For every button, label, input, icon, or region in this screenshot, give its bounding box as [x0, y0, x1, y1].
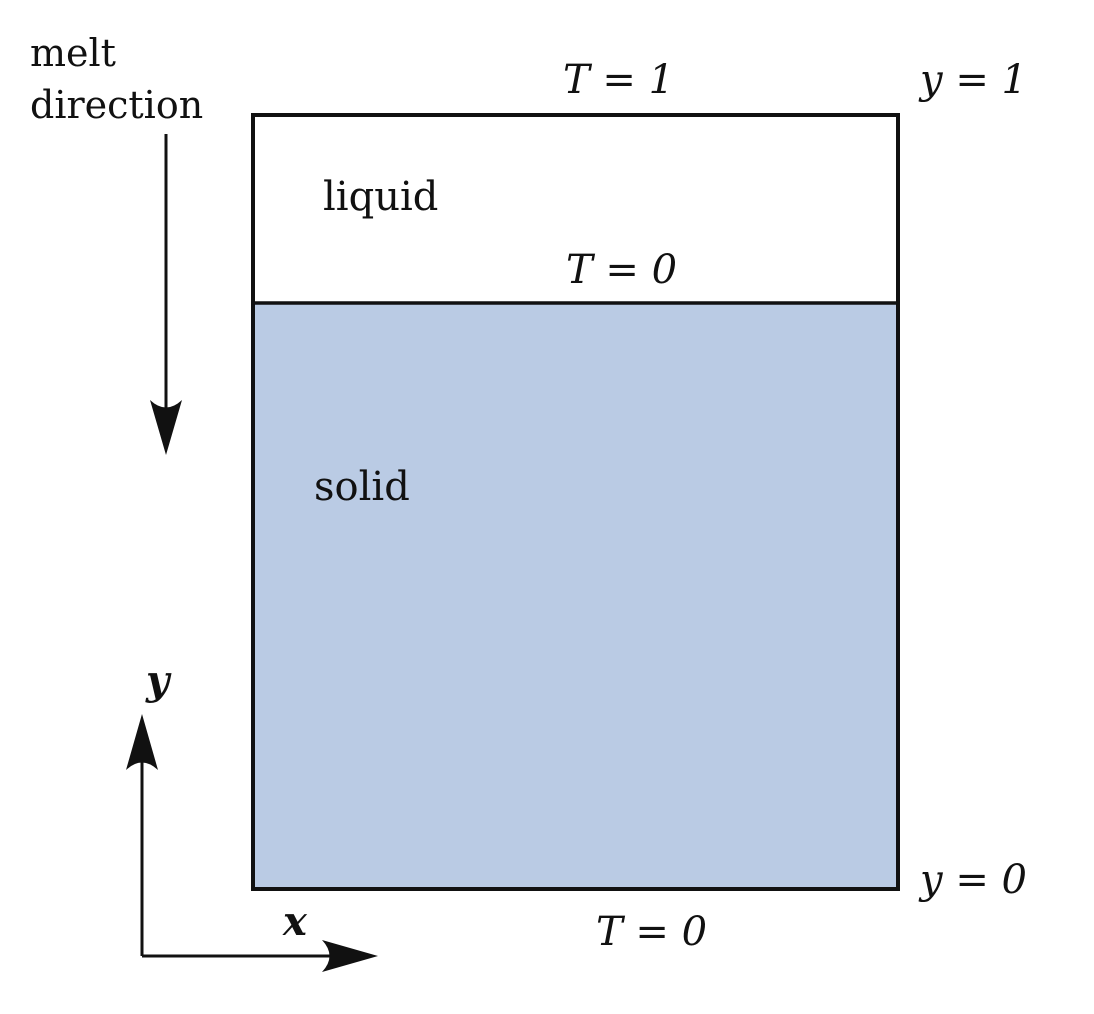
arrow-down-icon: [150, 134, 182, 455]
x-axis-label: x: [282, 898, 308, 945]
domain-boundary: [251, 113, 900, 891]
coordinate-axes: [126, 714, 378, 972]
y-axis-label: y: [145, 657, 172, 704]
y-top-label: y = 1: [918, 57, 1027, 103]
liquid-region: [253, 115, 898, 303]
arrow-up-icon: [126, 714, 158, 770]
y-bottom-label: y = 0: [918, 857, 1027, 903]
solid-label: solid: [314, 464, 410, 510]
melt-direction-label-line2: direction: [30, 83, 203, 127]
melt-direction-label-line1: melt: [30, 31, 116, 75]
liquid-label: liquid: [323, 174, 438, 220]
solid-region: [253, 303, 898, 889]
top-temperature-label: T = 1: [563, 57, 674, 103]
arrow-right-icon: [322, 940, 378, 972]
bottom-temperature-label: T = 0: [596, 909, 707, 955]
interface-temperature-label: T = 0: [566, 247, 677, 293]
